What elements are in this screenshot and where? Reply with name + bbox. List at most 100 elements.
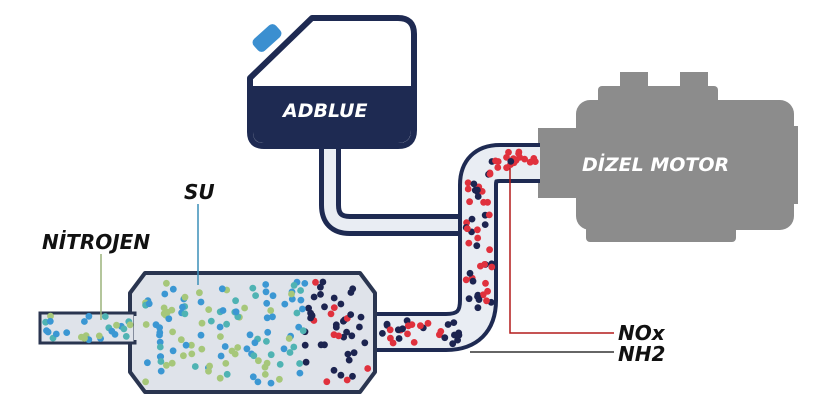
gas-particle [308, 312, 316, 319]
gas-particle [317, 341, 325, 349]
gas-particle [234, 344, 242, 351]
gas-particle [44, 328, 52, 336]
gas-particle [349, 372, 356, 380]
gas-particle [297, 287, 304, 294]
gas-particle [157, 358, 165, 365]
gas-particle [180, 352, 187, 360]
gas-particle [494, 164, 502, 171]
gas-particle [330, 331, 338, 339]
gas-particle [312, 278, 319, 286]
gas-particle [473, 242, 481, 250]
gas-particle [474, 304, 482, 312]
gas-particle [267, 307, 275, 314]
gas-particle [330, 294, 338, 302]
gas-particle [156, 329, 164, 336]
gas-particle [145, 300, 153, 308]
gas-particle [302, 358, 310, 366]
gas-particle [267, 379, 275, 387]
gas-particle [177, 336, 185, 344]
gas-particle [222, 360, 230, 367]
gas-particle [251, 339, 259, 347]
gas-particle [455, 331, 463, 339]
gas-particle [466, 198, 473, 206]
diesel-engine [538, 72, 798, 242]
gas-particle [468, 215, 476, 223]
gas-particle [503, 154, 510, 161]
gas-particle [206, 362, 214, 370]
gas-particle [197, 331, 205, 339]
gas-particle [403, 317, 411, 325]
gas-particle [505, 148, 512, 156]
gas-particle [449, 340, 457, 348]
gas-particle [223, 370, 231, 378]
gas-particle [198, 345, 206, 353]
gas-particle [217, 352, 225, 360]
gas-particle [126, 321, 134, 329]
gas-particle [285, 335, 293, 342]
gas-particle [262, 281, 270, 288]
gas-particle [163, 361, 170, 369]
gas-particle [161, 290, 169, 298]
gas-particle [142, 378, 150, 386]
gas-particle [120, 325, 128, 333]
gas-particle [95, 332, 103, 340]
gas-particle [348, 332, 356, 340]
gas-particle [389, 339, 397, 347]
gas-particle [482, 279, 489, 287]
gas-particle [249, 373, 257, 381]
gas-particle [395, 335, 403, 342]
gas-particle [350, 349, 358, 357]
gas-particle [255, 357, 262, 365]
gas-particle [424, 319, 432, 327]
gas-particle [267, 351, 275, 359]
gas-particle [205, 306, 213, 313]
gas-particle [165, 315, 173, 323]
gas-particle [474, 186, 481, 194]
gas-particle [157, 367, 165, 375]
gas-particle [515, 150, 522, 157]
gas-particle [474, 293, 481, 300]
gas-particle [337, 371, 345, 379]
gas-particle [463, 225, 471, 233]
gas-particle [163, 279, 170, 287]
gas-particle [156, 343, 164, 351]
gas-particle [364, 365, 372, 372]
gas-particle [81, 334, 88, 342]
gas-particle [399, 325, 406, 333]
gas-particle [263, 359, 271, 367]
gas-particle [297, 296, 305, 304]
gas-particle [474, 193, 482, 200]
gas-particle [281, 300, 289, 308]
gas-particle [252, 292, 259, 299]
gas-particle [481, 221, 489, 229]
gas-particle [349, 285, 357, 293]
gas-particle [218, 285, 226, 293]
gas-particle [357, 313, 365, 321]
engine-label: DİZEL MOTOR [582, 154, 730, 176]
adblue-supply-line [319, 129, 481, 236]
gas-particle [288, 295, 296, 303]
gas-particle [169, 347, 177, 355]
gas-particle [108, 327, 116, 335]
gas-particle [113, 321, 120, 329]
gas-particle [340, 333, 348, 341]
gas-particle [464, 179, 472, 187]
gas-particle [488, 263, 496, 271]
gas-particle [317, 283, 324, 291]
gas-particle [254, 378, 262, 386]
gas-particle [290, 282, 298, 289]
gas-particle [182, 341, 190, 349]
gas-particle [293, 309, 301, 317]
gas-particle [217, 333, 224, 340]
gas-particle [296, 369, 304, 377]
gas-particle [480, 198, 487, 206]
gas-particle [156, 338, 164, 346]
gas-particle [444, 321, 452, 328]
gas-particle [207, 317, 215, 325]
gas-particle [263, 338, 270, 345]
gas-particle [337, 300, 345, 308]
gas-particle [181, 310, 189, 318]
gas-particle [63, 329, 71, 336]
gas-particle [486, 246, 493, 254]
nh2-label: NH2 [618, 342, 666, 366]
